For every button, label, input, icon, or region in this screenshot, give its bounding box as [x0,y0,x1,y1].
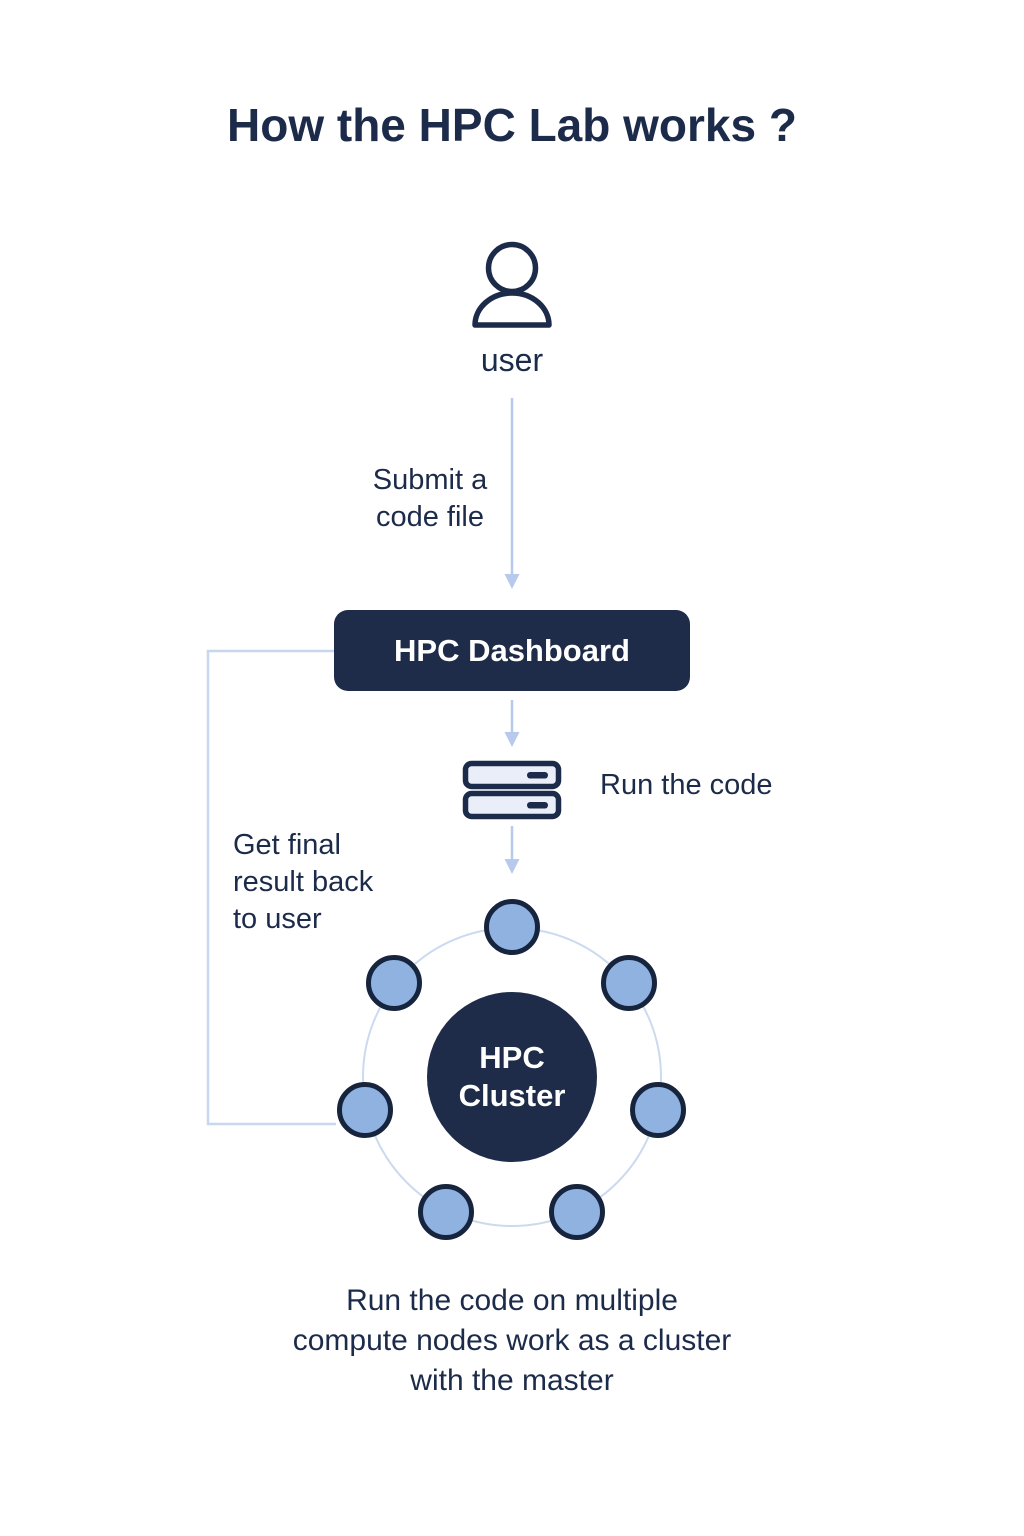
page-title: How the HPC Lab works ? [227,99,797,151]
compute-node [418,1183,475,1240]
compute-node [600,954,657,1011]
server-icon [462,760,562,820]
hpc-cluster-circle: HPC Cluster [427,992,597,1162]
feedback-step-label: Get final result back to user [233,829,374,935]
hpc-dashboard-box: HPC Dashboard [334,610,690,691]
compute-node [629,1081,686,1138]
cluster-caption: Run the code on multiple compute nodes w… [292,1284,732,1397]
compute-node [366,954,423,1011]
user-icon [467,236,557,332]
hpc-dashboard-label: HPC Dashboard [394,632,630,668]
dashboard-to-server-arrow [504,700,520,747]
user-label: user [480,342,544,378]
run-code-label: Run the code [600,769,773,801]
compute-node [548,1183,605,1240]
compute-node [337,1081,394,1138]
server-to-cluster-arrow [504,826,520,874]
compute-node [483,898,540,955]
submit-step-label: Submit a code file [372,464,488,533]
